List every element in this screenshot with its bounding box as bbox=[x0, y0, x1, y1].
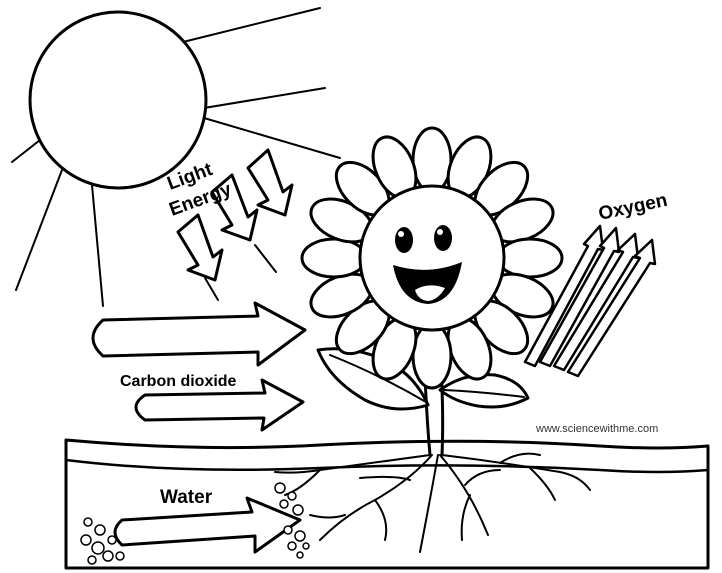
carbon-dioxide-label: Carbon dioxide bbox=[120, 373, 237, 390]
right-eye bbox=[434, 225, 452, 251]
carbon-dioxide-arrows bbox=[93, 303, 305, 430]
flower-petal bbox=[413, 128, 451, 192]
sun-disc bbox=[30, 12, 206, 188]
left-eye bbox=[395, 227, 413, 253]
water-label: Water bbox=[160, 487, 213, 508]
flower-petal bbox=[302, 239, 366, 277]
sun bbox=[12, 8, 340, 306]
flower-petal bbox=[498, 239, 562, 277]
flower bbox=[302, 128, 562, 388]
website-credit: www.sciencewithme.com bbox=[535, 423, 658, 435]
oxygen-label: Oxygen bbox=[597, 190, 670, 225]
flower-petal bbox=[413, 324, 451, 388]
flower-face bbox=[360, 186, 504, 330]
